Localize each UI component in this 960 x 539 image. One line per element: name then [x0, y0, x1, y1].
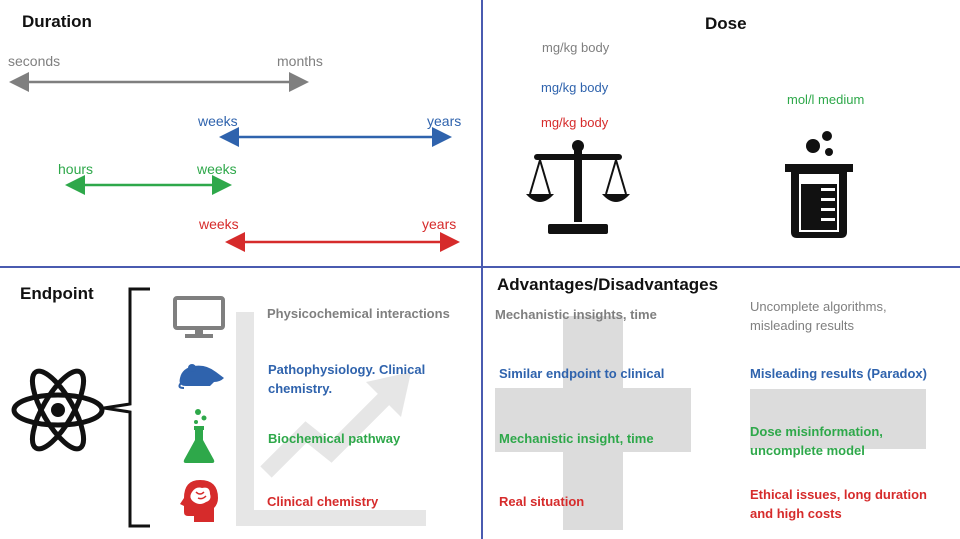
rising-chart-watermark-icon [236, 312, 426, 526]
flask-icon [183, 409, 215, 463]
disadvantage-row-2: Misleading results (Paradox) [750, 366, 927, 381]
endpoint-item-3-label: Biochemical pathway [268, 431, 401, 446]
dose-unit-red: mg/kg body [541, 115, 609, 130]
duration-row-2-start: weeks [198, 113, 238, 129]
advantage-row-2: Similar endpoint to clinical [499, 366, 665, 381]
dose-unit-blue: mg/kg body [541, 80, 609, 95]
disadvantage-row-4: Ethical issues, long duration and high c… [750, 487, 927, 521]
dose-unit-gray: mg/kg body [542, 40, 610, 55]
advantages-title: Advantages/Disadvantages [497, 275, 719, 294]
advantage-row-3: Mechanistic insight, time [499, 431, 654, 446]
scale-icon [526, 140, 630, 234]
minus-watermark-icon [750, 389, 926, 449]
endpoint-item-4-label: Clinical chemistry [267, 494, 379, 509]
duration-row-1-end: months [277, 53, 323, 69]
endpoint-item-2-label: Pathophysiology. Clinical chemistry. [268, 362, 426, 396]
brain-head-icon [180, 480, 218, 522]
plus-watermark-icon [495, 316, 691, 530]
beaker-icon [785, 131, 853, 238]
disadvantage-row-1: Uncomplete algorithms, misleading result… [750, 299, 887, 333]
duration-title: Duration [22, 12, 92, 31]
monitor-icon [173, 296, 225, 338]
dose-title: Dose [705, 14, 747, 33]
advantage-row-1: Mechanistic insights, time [495, 307, 657, 322]
rat-icon [178, 364, 224, 389]
vertical-divider [481, 0, 483, 539]
atom-icon [11, 368, 105, 452]
duration-row-2-end: years [427, 113, 462, 129]
duration-row-3-end: weeks [197, 161, 237, 177]
disadvantage-row-3: Dose misinformation, uncomplete model [750, 424, 883, 458]
duration-row-4-end: years [422, 216, 457, 232]
endpoint-bracket [103, 287, 150, 528]
duration-row-3-start: hours [58, 161, 94, 177]
duration-row-1-start: seconds [8, 53, 61, 69]
advantage-row-4: Real situation [499, 494, 585, 509]
endpoint-title: Endpoint [20, 284, 94, 303]
duration-row-4-start: weeks [199, 216, 239, 232]
dose-medium: mol/l medium [787, 92, 865, 107]
horizontal-divider [0, 266, 960, 268]
endpoint-item-1-label: Physicochemical interactions [267, 306, 450, 321]
duration-arrows [9, 72, 460, 252]
